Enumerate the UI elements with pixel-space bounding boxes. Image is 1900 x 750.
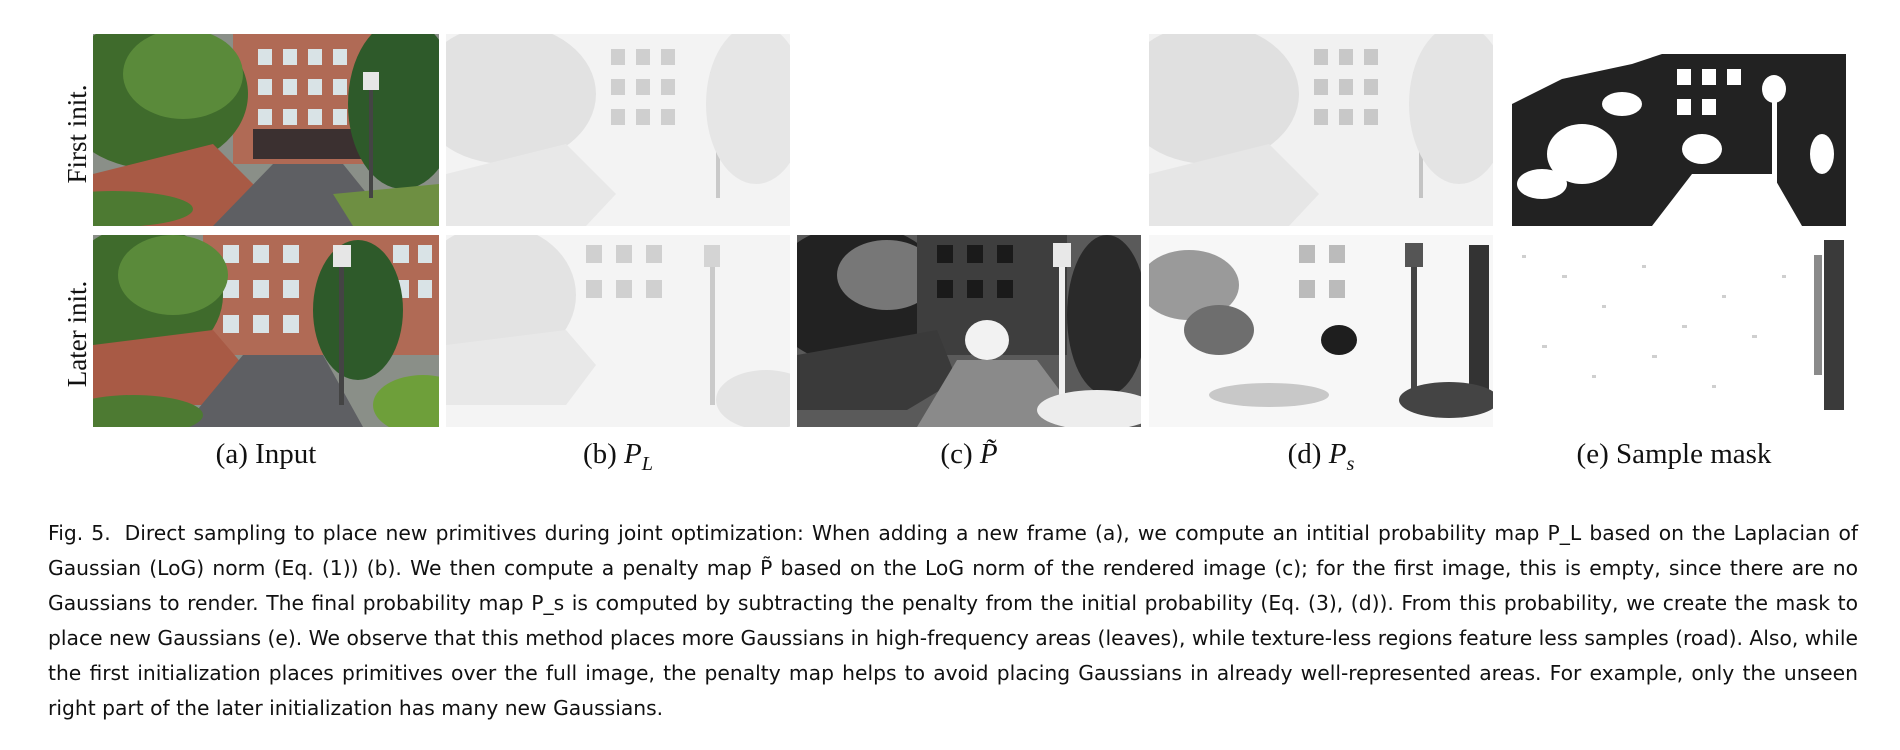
col-label-ps-prefix: (d) xyxy=(1287,438,1329,470)
panel-pl-later xyxy=(446,235,790,427)
col-label-ps: (d) Ps xyxy=(1221,438,1421,476)
panel-input-later xyxy=(93,235,439,427)
col-label-penalty-prefix: (c) xyxy=(940,438,980,470)
caption-text: Direct sampling to place new primitives … xyxy=(48,521,1858,720)
col-label-input-text: (a) Input xyxy=(215,438,317,470)
col-label-pl: (b) PL xyxy=(518,438,718,476)
figure-number: Fig. 5. xyxy=(48,521,111,545)
row-label-later-init: Later init. xyxy=(62,280,92,388)
panel-pl-first xyxy=(446,34,790,226)
col-label-pl-symbol: P xyxy=(624,438,642,470)
row-label-first-init: First init. xyxy=(62,84,92,184)
panel-mask-first xyxy=(1502,34,1846,226)
panel-penalty-first xyxy=(797,34,1141,226)
panel-ps-first xyxy=(1149,34,1493,226)
panel-input-first xyxy=(93,34,439,226)
col-label-pl-subscript: L xyxy=(641,452,654,475)
col-label-sample-mask: (e) Sample mask xyxy=(1544,438,1804,471)
col-label-input: (a) Input xyxy=(166,438,366,471)
panel-penalty-later xyxy=(797,235,1141,427)
figure-caption: Fig. 5.Direct sampling to place new prim… xyxy=(48,516,1858,726)
col-label-pl-prefix: (b) xyxy=(582,438,625,470)
col-label-ps-symbol: P xyxy=(1328,438,1347,470)
panel-ps-later xyxy=(1149,235,1493,427)
col-label-penalty-symbol: P̃ xyxy=(979,438,998,470)
col-label-sample-mask-text: (e) Sample mask xyxy=(1576,438,1772,470)
col-label-penalty: (c) P̃ xyxy=(869,438,1069,471)
col-label-ps-subscript: s xyxy=(1346,452,1355,475)
panel-mask-later xyxy=(1502,235,1846,427)
